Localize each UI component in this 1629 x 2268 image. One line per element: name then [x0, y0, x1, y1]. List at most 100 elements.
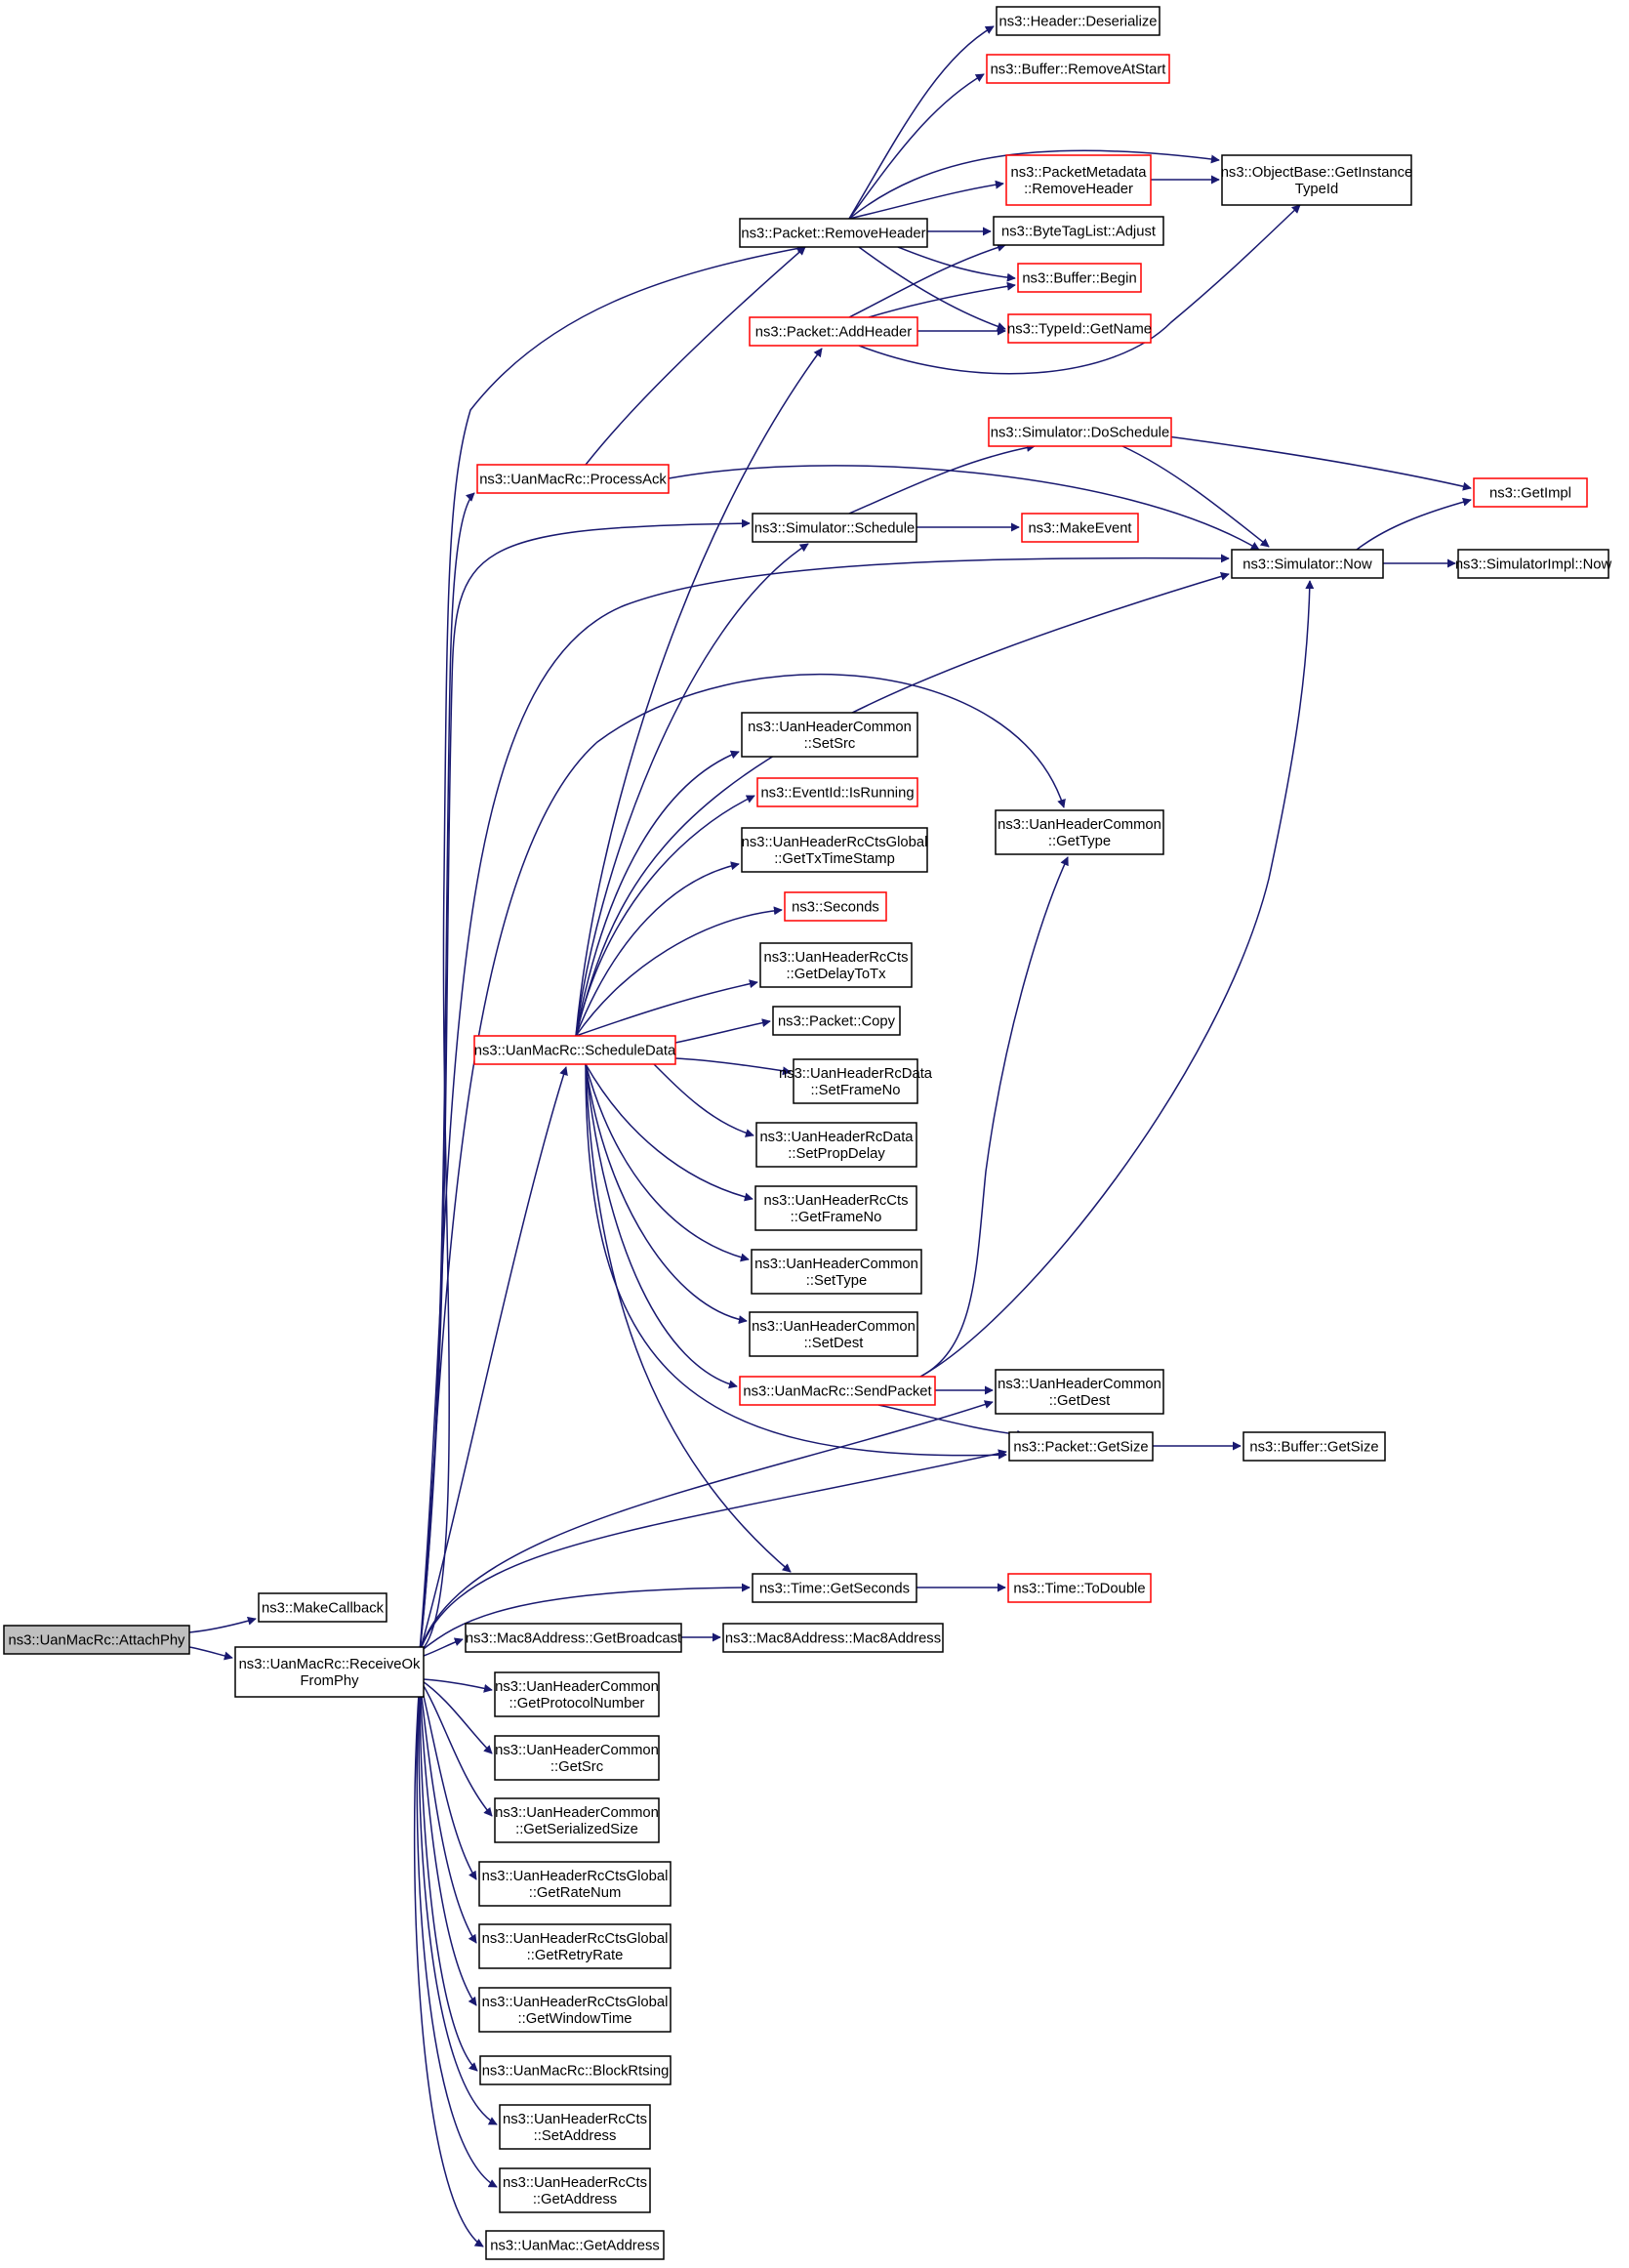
node-bytetaglist-adjust[interactable]: ns3::ByteTagList::Adjust — [993, 216, 1164, 246]
node-label: ns3::Mac8Address::GetBroadcast — [466, 1631, 681, 1647]
call-edge-uanmacrc-scheduledata-to-simulator-schedule — [575, 543, 809, 1037]
node-mac8address-getbroadcast[interactable]: ns3::Mac8Address::GetBroadcast — [465, 1623, 682, 1653]
node-makeevent[interactable]: ns3::MakeEvent — [1021, 513, 1139, 543]
node-simulator-now[interactable]: ns3::Simulator::Now — [1231, 549, 1384, 579]
node-uanmac-getaddress[interactable]: ns3::UanMac::GetAddress — [485, 2230, 665, 2260]
node-box — [722, 1623, 944, 1653]
node-label: ns3::Buffer::Begin — [1022, 271, 1136, 287]
node-label: ns3::Packet::RemoveHeader — [741, 227, 925, 242]
node-packet-getsize[interactable]: ns3::Packet::GetSize — [1008, 1431, 1154, 1462]
node-box — [499, 2104, 651, 2150]
node-simulatorimpl-now[interactable]: ns3::SimulatorImpl::Now — [1455, 549, 1612, 579]
node-label: ns3::MakeEvent — [1028, 521, 1131, 537]
node-box — [473, 1035, 676, 1065]
node-typeid-getname[interactable]: ns3::TypeId::GetName — [1007, 313, 1152, 344]
call-edge-uanmacrc-sendpacket-to-simulator-now — [919, 580, 1315, 1378]
node-rcctsglobal-getwindowtime[interactable]: ns3::UanHeaderRcCtsGlobal::GetWindowTime — [478, 1987, 672, 2033]
node-label: ::GetDelayToTx — [787, 967, 887, 982]
node-time-getseconds[interactable]: ns3::Time::GetSeconds — [752, 1573, 917, 1603]
node-box — [478, 1861, 672, 1907]
node-rcdata-setframeno[interactable]: ns3::UanHeaderRcData::SetFrameNo — [779, 1058, 933, 1104]
node-rccts-getdelaytotx[interactable]: ns3::UanHeaderRcCts::GetDelayToTx — [759, 942, 913, 988]
node-label: ns3::Simulator::Now — [1242, 557, 1372, 573]
call-edge-receiveok-to-rccts-getaddress — [416, 1678, 498, 2188]
node-box — [1005, 154, 1152, 206]
node-time-todouble[interactable]: ns3::Time::ToDouble — [1007, 1573, 1152, 1603]
node-buffer-getsize[interactable]: ns3::Buffer::GetSize — [1242, 1431, 1386, 1462]
node-uanheadercommon-setsrc[interactable]: ns3::UanHeaderCommon::SetSrc — [741, 712, 918, 758]
node-label: ns3::UanHeaderCommon — [495, 1743, 659, 1758]
node-buffer-begin[interactable]: ns3::Buffer::Begin — [1017, 263, 1142, 293]
node-uanheadercommon-getprotocolnumber[interactable]: ns3::UanHeaderCommon::GetProtocolNumber — [494, 1671, 660, 1717]
call-edge-receiveok-to-uanheadercommon-getsrc — [419, 1678, 493, 1754]
node-label: ns3::SimulatorImpl::Now — [1455, 557, 1612, 573]
node-packet-removeheader[interactable]: ns3::Packet::RemoveHeader — [739, 218, 928, 248]
node-box — [759, 942, 913, 988]
node-label: ns3::Packet::GetSize — [1013, 1440, 1148, 1456]
node-uanheadercommon-gettype[interactable]: ns3::UanHeaderCommon::GetType — [995, 809, 1164, 855]
node-box — [739, 218, 928, 248]
node-rcctsglobal-gettxtimestamp[interactable]: ns3::UanHeaderRcCtsGlobal::GetTxTimeStam… — [741, 827, 928, 873]
call-edge-receiveok-to-simulator-schedule — [419, 518, 751, 1653]
node-makecallback[interactable]: ns3::MakeCallback — [258, 1592, 387, 1623]
call-edge-attachphy-to-makecallback — [188, 1616, 257, 1633]
node-getimpl[interactable]: ns3::GetImpl — [1473, 477, 1588, 508]
node-uanheadercommon-setdest[interactable]: ns3::UanHeaderCommon::SetDest — [749, 1311, 918, 1357]
node-label: ns3::UanMacRc::AttachPhy — [9, 1633, 186, 1649]
node-packet-addheader[interactable]: ns3::Packet::AddHeader — [749, 316, 918, 347]
call-edge-uanmacrc-scheduledata-to-uanmacrc-sendpacket — [585, 1063, 738, 1389]
node-rcctsglobal-getratenum[interactable]: ns3::UanHeaderRcCtsGlobal::GetRateNum — [478, 1861, 672, 1907]
node-label: ::GetProtocolNumber — [509, 1696, 645, 1711]
node-label: ns3::EventId::IsRunning — [760, 786, 914, 802]
node-uanmacrc-scheduledata[interactable]: ns3::UanMacRc::ScheduleData — [473, 1035, 676, 1065]
node-rcdata-setpropdelay[interactable]: ns3::UanHeaderRcData::SetPropDelay — [755, 1122, 917, 1168]
call-edge-uanmacrc-scheduledata-to-rcctsglobal-gettxtimestamp — [575, 861, 740, 1037]
node-rcctsglobal-getretryrate[interactable]: ns3::UanHeaderRcCtsGlobal::GetRetryRate — [478, 1923, 672, 1969]
node-label: FromPhy — [300, 1673, 359, 1689]
node-label: ::GetAddress — [533, 2192, 617, 2207]
node-header-deserialize[interactable]: ns3::Header::Deserialize — [996, 6, 1161, 36]
call-nodes: ns3::UanMacRc::AttachPhy ns3::MakeCallbac… — [3, 6, 1612, 2260]
node-uanheadercommon-getserializedsize[interactable]: ns3::UanHeaderCommon::GetSerializedSize — [494, 1797, 660, 1843]
call-edge-simulator-now-to-getimpl — [1356, 497, 1472, 551]
node-simulator-doschedule[interactable]: ns3::Simulator::DoSchedule — [988, 417, 1172, 447]
node-label: ns3::UanHeaderRcCts — [763, 950, 908, 966]
node-box — [1017, 263, 1142, 293]
node-uanmacrc-processack[interactable]: ns3::UanMacRc::ProcessAck — [476, 464, 670, 494]
node-box — [1457, 549, 1609, 579]
node-packetmetadata-removeheader[interactable]: ns3::PacketMetadata::RemoveHeader — [1005, 154, 1152, 206]
call-edge-uanmacrc-scheduledata-to-uanheadercommon-settype — [585, 1063, 750, 1262]
node-box — [494, 1797, 660, 1843]
node-box — [1473, 477, 1588, 508]
call-edge-packet-removeheader-to-objectbase-getinstancetypeid — [848, 149, 1220, 220]
node-uanheadercommon-getdest[interactable]: ns3::UanHeaderCommon::GetDest — [995, 1369, 1164, 1415]
node-uanmacrc-blockrtsing[interactable]: ns3::UanMacRc::BlockRtsing — [479, 2055, 672, 2085]
node-uanmacrc-sendpacket[interactable]: ns3::UanMacRc::SendPacket — [739, 1376, 936, 1406]
call-edge-uanmacrc-scheduledata-to-uanheadercommon-setsrc — [575, 750, 740, 1037]
node-rccts-getframeno[interactable]: ns3::UanHeaderRcCts::GetFrameNo — [754, 1185, 917, 1231]
node-seconds[interactable]: ns3::Seconds — [784, 891, 887, 922]
node-label: ns3::UanMac::GetAddress — [490, 2239, 660, 2254]
node-uanheadercommon-getsrc[interactable]: ns3::UanHeaderCommon::GetSrc — [494, 1735, 660, 1781]
node-simulator-schedule[interactable]: ns3::Simulator::Schedule — [752, 513, 917, 543]
node-box — [755, 1122, 917, 1168]
node-buffer-removeatstart[interactable]: ns3::Buffer::RemoveAtStart — [986, 54, 1170, 84]
call-edge-receiveok-to-packet-getsize — [419, 1449, 1007, 1653]
node-mac8address-ctor[interactable]: ns3::Mac8Address::Mac8Address — [722, 1623, 944, 1653]
node-attachphy: ns3::UanMacRc::AttachPhy — [3, 1625, 190, 1655]
node-box — [749, 1311, 918, 1357]
node-label: ns3::UanHeaderRcCts — [503, 2175, 647, 2191]
call-edge-receiveok-to-rccts-setaddress — [418, 1678, 498, 2125]
call-edge-receiveok-to-uanheadercommon-getdest — [419, 1400, 994, 1653]
node-rccts-setaddress[interactable]: ns3::UanHeaderRcCts::SetAddress — [499, 2104, 651, 2150]
call-edge-attachphy-to-receiveok — [188, 1646, 233, 1661]
node-box — [1221, 154, 1412, 206]
node-rccts-getaddress[interactable]: ns3::UanHeaderRcCts::GetAddress — [499, 2167, 651, 2213]
node-label: ns3::UanHeaderRcCtsGlobal — [482, 1995, 669, 2010]
node-label: ns3::ByteTagList::Adjust — [1001, 225, 1156, 240]
node-uanheadercommon-settype[interactable]: ns3::UanHeaderCommon::SetType — [751, 1249, 922, 1295]
node-packet-copy[interactable]: ns3::Packet::Copy — [772, 1006, 901, 1036]
node-eventid-isrunning[interactable]: ns3::EventId::IsRunning — [756, 777, 918, 807]
